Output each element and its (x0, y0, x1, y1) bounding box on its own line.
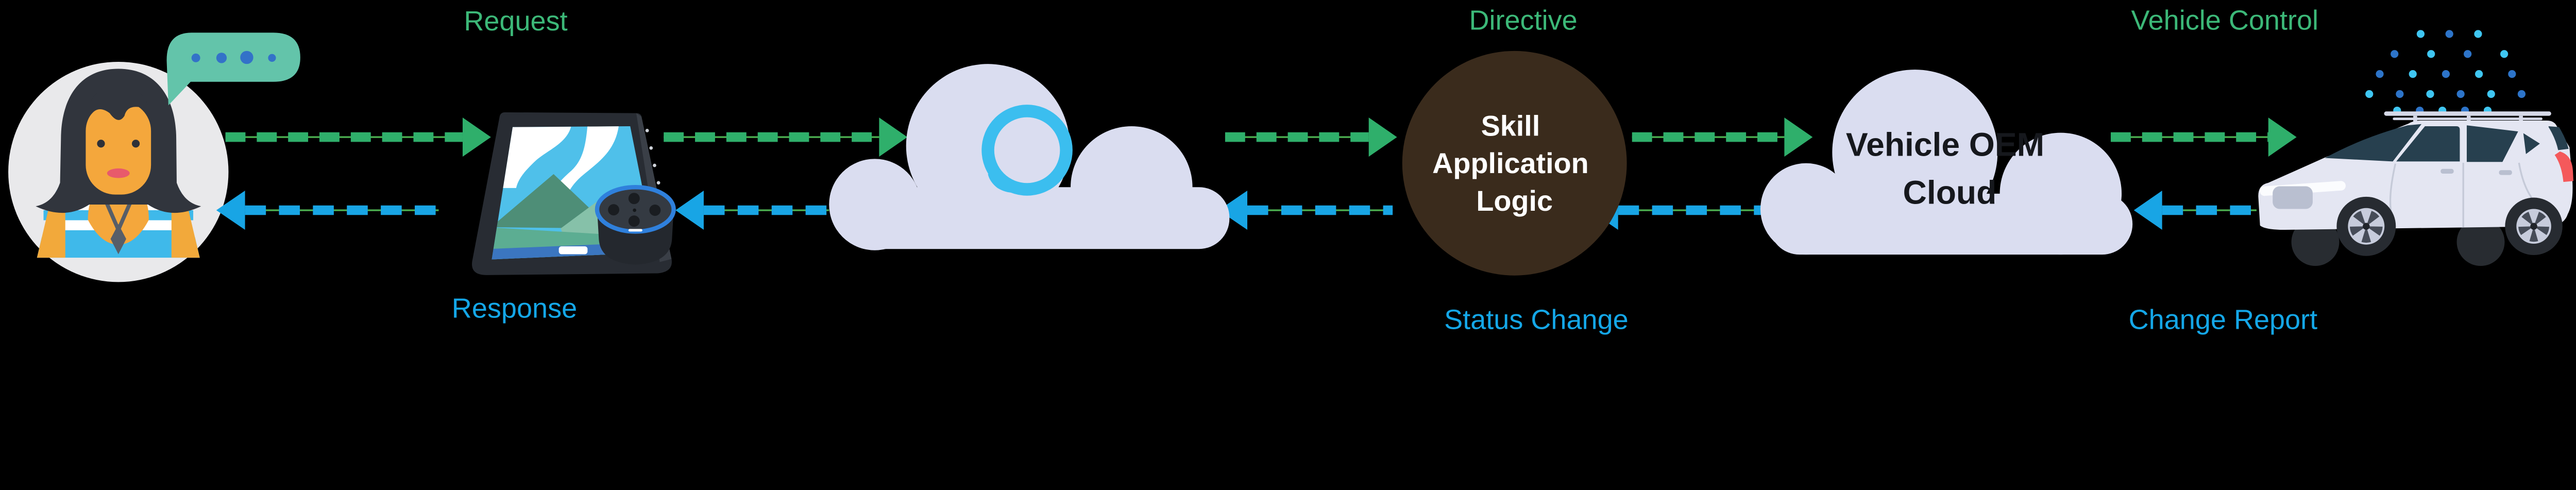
speech-bubble-icon (166, 32, 300, 106)
flow-arrows (216, 117, 2297, 230)
signal-dot (2391, 50, 2399, 58)
skill-node-line1: Skill (1481, 110, 1540, 142)
signal-dot (2416, 30, 2425, 38)
device-to-alexa-arrow (664, 117, 908, 157)
flow-labels: Request Response Directive Status Change… (452, 5, 2318, 335)
signal-dot (2517, 90, 2526, 98)
signal-dot (2474, 30, 2482, 38)
signal-dot (2442, 70, 2450, 78)
woman-avatar-speech-bubble-icon (8, 32, 300, 282)
response-label: Response (452, 293, 577, 324)
oem-node-line1: Vehicle OEM (1846, 126, 2044, 163)
vehicle-oem-cloud-node: Vehicle OEM Cloud (1760, 70, 2133, 255)
signal-dot (2456, 90, 2465, 98)
change-report-arrow (2133, 190, 2257, 230)
signal-dot (2376, 70, 2384, 78)
directive-arrow (1225, 117, 1397, 157)
signal-dot (2396, 90, 2404, 98)
skill-node-line3: Logic (1476, 185, 1553, 217)
vehicle-control-arrow (2110, 117, 2297, 157)
signal-dot (2365, 90, 2374, 98)
change-report-label: Change Report (2129, 305, 2318, 335)
signal-dot (2427, 50, 2435, 58)
front-wheel (2336, 196, 2396, 256)
skill-application-logic-node: Skill Application Logic (1402, 50, 1627, 276)
request-arrow (225, 117, 491, 157)
roof-rack (2384, 111, 2551, 122)
signal-dot (2445, 30, 2453, 38)
status-change-arrow (1218, 190, 1393, 230)
taillight (2554, 151, 2573, 182)
directive-label: Directive (1469, 5, 1577, 36)
svg-text:Vehicle OEM Cloud: Vehicle OEM Cloud (1846, 126, 2054, 211)
signal-dot (2500, 50, 2509, 58)
tablet-map-echo-dot-icon (472, 112, 676, 275)
signal-dot (2487, 90, 2495, 98)
alexa-logo-icon (981, 105, 1073, 196)
echo-dot-icon (595, 185, 676, 265)
car-signal-dots (2365, 30, 2526, 115)
request-label: Request (464, 6, 567, 37)
svg-text:Skill Application: Skill Application Logic (1432, 110, 1597, 217)
signal-dot (2426, 90, 2434, 98)
rear-wheel (2505, 197, 2563, 256)
status-change-label: Status Change (1444, 305, 1629, 335)
door-handle (2499, 170, 2512, 175)
connected-car-icon (2258, 30, 2573, 266)
skill-node-line2: Application (1432, 147, 1589, 179)
diagram-canvas: Skill Application Logic Vehicle OEM Clou… (8, 5, 2573, 335)
door-handle (2441, 168, 2454, 174)
response-arrow (216, 190, 439, 230)
alexa-to-device-arrow (675, 190, 829, 230)
signal-dot (2508, 70, 2516, 78)
oem-node-line2: Cloud (1903, 174, 1997, 211)
signal-dot (2409, 70, 2417, 78)
signal-dot (2464, 50, 2472, 58)
vehicle-control-label: Vehicle Control (2131, 5, 2319, 36)
alexa-cloud-icon (829, 64, 1230, 250)
signal-dot (2475, 70, 2483, 78)
skill-to-oem-arrow (1632, 117, 1813, 157)
